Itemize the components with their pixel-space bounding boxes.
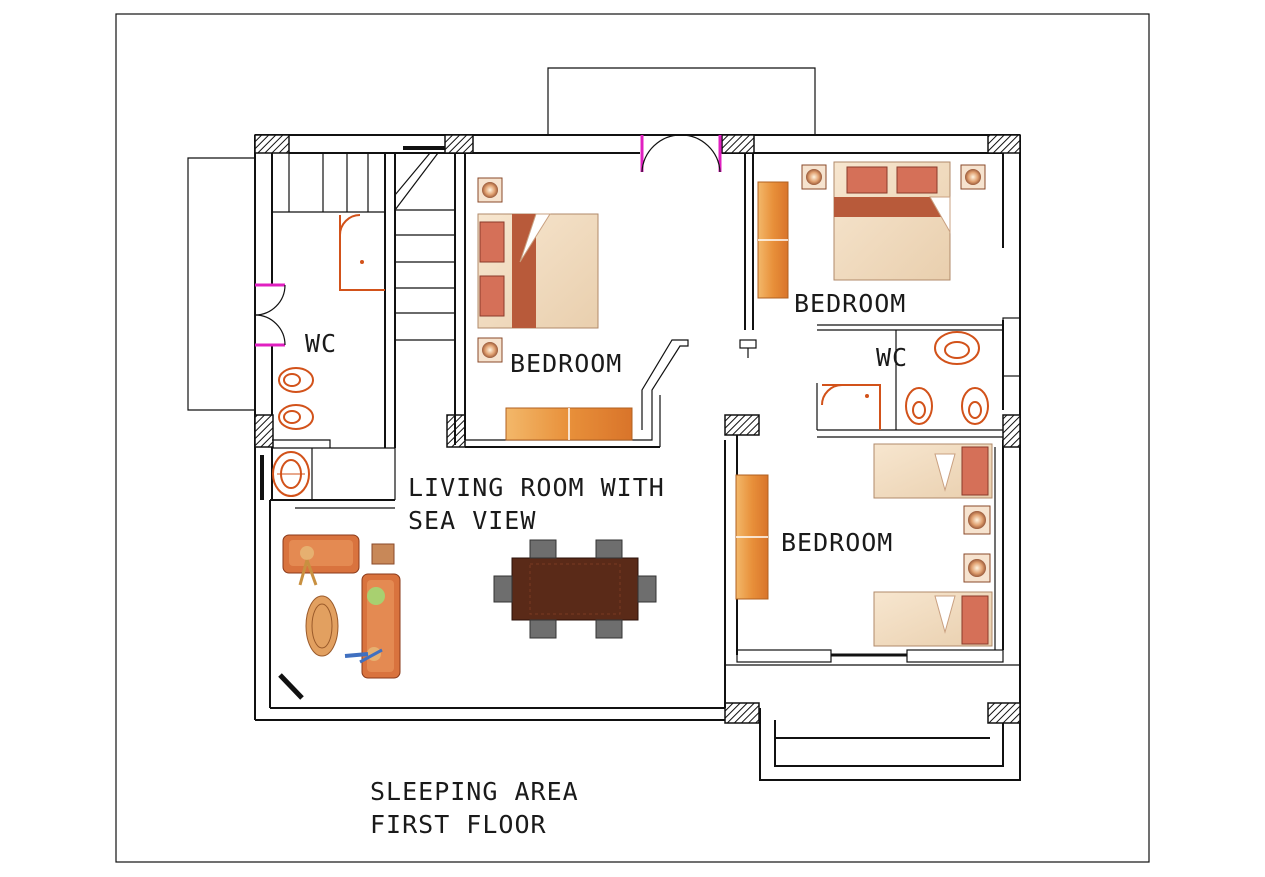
staircase	[272, 146, 466, 448]
bottom-balcony	[725, 664, 1021, 781]
lower-right-bedroom	[724, 435, 1004, 708]
wc-left-partition	[260, 214, 395, 509]
chair	[595, 619, 623, 639]
rug	[305, 595, 339, 657]
top-right-bedroom	[739, 153, 986, 358]
side-table	[371, 543, 395, 565]
wc-left-label: WC	[305, 329, 337, 358]
dining-table	[511, 557, 639, 621]
chair	[493, 575, 513, 603]
left-terrace	[187, 157, 255, 411]
wc-right	[816, 317, 1021, 438]
wc-left-door	[254, 283, 286, 347]
chair	[637, 575, 657, 603]
bedroom-top-right-label: BEDROOM	[794, 289, 906, 318]
top-balcony	[547, 67, 816, 135]
bedroom-lower-right-label: BEDROOM	[781, 528, 893, 557]
bedroom-center-label: BEDROOM	[510, 349, 622, 378]
balcony-double-door	[640, 134, 722, 173]
structural-columns	[254, 134, 1021, 724]
sheet-border	[115, 13, 1150, 863]
living-room	[278, 448, 657, 700]
caption-line1: SLEEPING AREA	[370, 777, 579, 806]
wc-left-fixtures	[272, 367, 314, 497]
living-room-label-line1: LIVING ROOM WITH	[408, 473, 665, 502]
chair	[595, 539, 623, 559]
caption-line2: FIRST FLOOR	[370, 810, 547, 839]
center-bedroom	[465, 177, 689, 448]
chair	[529, 539, 557, 559]
living-room-label-line2: SEA VIEW	[408, 506, 536, 535]
wc-right-label: WC	[876, 343, 908, 372]
chair	[529, 619, 557, 639]
